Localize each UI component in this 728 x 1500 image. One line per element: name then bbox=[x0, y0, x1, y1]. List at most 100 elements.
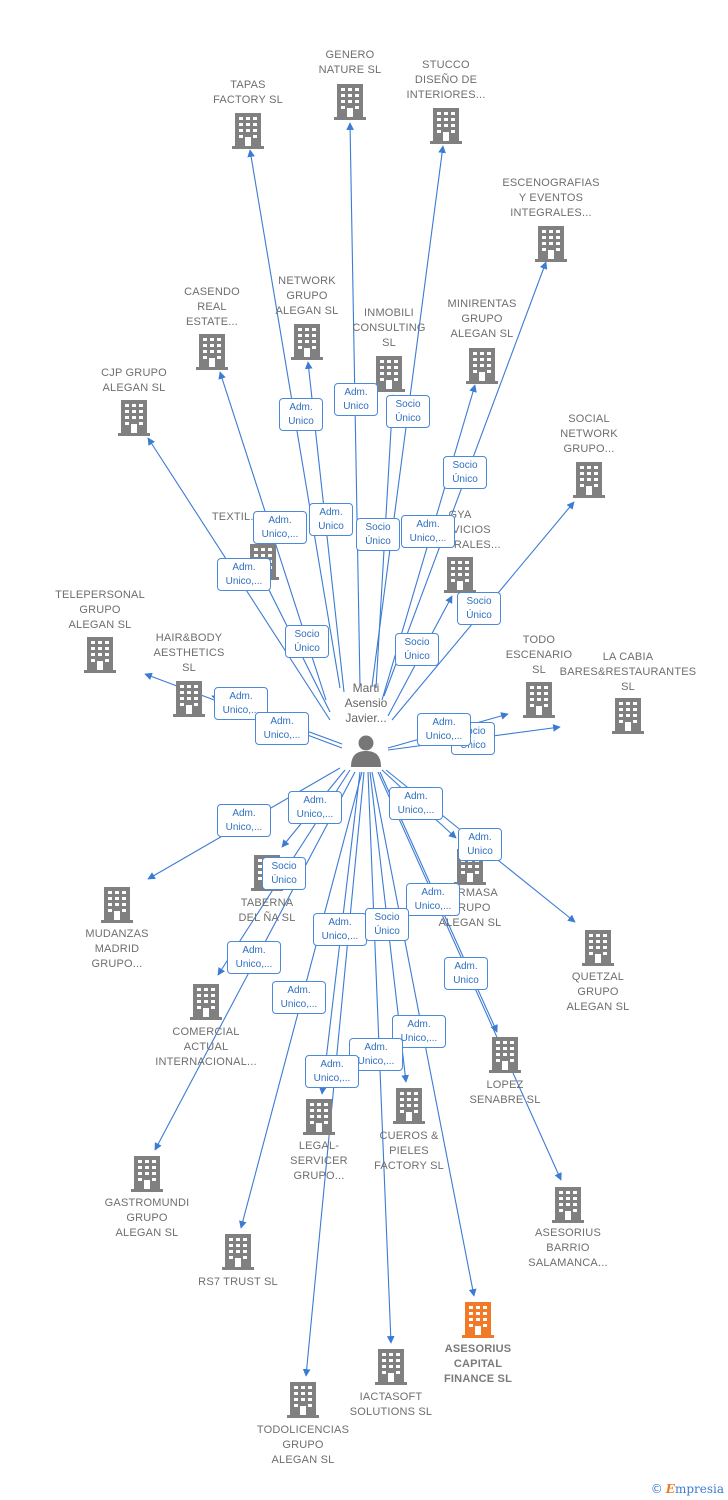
company-node-telepersonal[interactable]: TELEPERSONAL GRUPO ALEGAN SL bbox=[55, 588, 145, 633]
building-icon[interactable] bbox=[393, 1088, 425, 1124]
building-icon[interactable] bbox=[573, 462, 605, 498]
relation-badge[interactable]: Adm. Unico,... bbox=[217, 804, 271, 837]
company-node-social[interactable]: SOCIAL NETWORK GRUPO... bbox=[560, 412, 618, 457]
relation-badge[interactable]: Adm. Unico,... bbox=[313, 913, 367, 946]
company-name[interactable]: ASESORIUS BARRIO SALAMANCA... bbox=[528, 1227, 608, 1269]
relation-badge[interactable]: Adm. Unico bbox=[309, 503, 353, 536]
company-node-textil[interactable]: TEXTIL... bbox=[212, 510, 260, 525]
relation-badge[interactable]: Adm. Unico bbox=[444, 957, 488, 990]
company-name[interactable]: STUCCO DISEÑO DE INTERIORES... bbox=[406, 59, 486, 101]
company-node-lacabia[interactable]: LA CABIA BARES&RESTAURANTES SL bbox=[560, 650, 697, 695]
building-icon[interactable] bbox=[462, 1302, 494, 1338]
company-node-comercial[interactable]: COMERCIAL ACTUAL INTERNACIONAL... bbox=[155, 1025, 257, 1070]
company-name[interactable]: LEGAL- SERVICER GRUPO... bbox=[290, 1140, 348, 1182]
relation-badge[interactable]: Adm. Unico,... bbox=[227, 941, 281, 974]
company-node-minirentas[interactable]: MINIRENTAS GRUPO ALEGAN SL bbox=[447, 297, 516, 342]
company-node-cueros[interactable]: CUEROS & PIELES FACTORY SL bbox=[374, 1129, 444, 1174]
company-name[interactable]: LOPEZ SENABRE SL bbox=[469, 1079, 541, 1106]
company-name[interactable]: CJP GRUPO ALEGAN SL bbox=[101, 367, 167, 394]
company-name[interactable]: SOCIAL NETWORK GRUPO... bbox=[560, 413, 618, 455]
company-name[interactable]: INMOBILI CONSULTING SL bbox=[352, 307, 426, 349]
building-icon[interactable] bbox=[84, 637, 116, 673]
company-node-quetzal[interactable]: QUETZAL GRUPO ALEGAN SL bbox=[567, 970, 630, 1015]
relation-badge[interactable]: Adm. Unico,... bbox=[288, 791, 342, 824]
company-name[interactable]: MINIRENTAS GRUPO ALEGAN SL bbox=[447, 298, 517, 340]
building-icon[interactable] bbox=[173, 681, 205, 717]
building-icon[interactable] bbox=[196, 334, 228, 370]
company-node-casendo[interactable]: CASENDO REAL ESTATE... bbox=[184, 285, 240, 330]
relation-badge[interactable]: Socio Único bbox=[365, 908, 409, 941]
relation-badge[interactable]: Adm. Unico,... bbox=[401, 515, 455, 548]
building-icon[interactable] bbox=[303, 1099, 335, 1135]
building-icon[interactable] bbox=[375, 1349, 407, 1385]
center-person-label[interactable]: Marti Asensio Javier... bbox=[344, 681, 388, 725]
company-node-cjp[interactable]: CJP GRUPO ALEGAN SL bbox=[101, 366, 167, 396]
building-icon[interactable] bbox=[466, 348, 498, 384]
company-name[interactable]: ESCENOGRAFIAS Y EVENTOS INTEGRALES... bbox=[502, 177, 600, 219]
company-node-asesorius_barrio[interactable]: ASESORIUS BARRIO SALAMANCA... bbox=[528, 1226, 607, 1271]
company-node-gastromundi[interactable]: GASTROMUNDI GRUPO ALEGAN SL bbox=[105, 1196, 190, 1241]
building-icon[interactable] bbox=[232, 113, 264, 149]
building-icon[interactable] bbox=[523, 682, 555, 718]
building-icon[interactable] bbox=[535, 226, 567, 262]
company-node-network[interactable]: NETWORK GRUPO ALEGAN SL bbox=[276, 274, 339, 319]
company-name[interactable]: RS7 TRUST SL bbox=[198, 1276, 278, 1288]
company-name[interactable]: HAIR&BODY AESTHETICS SL bbox=[153, 632, 225, 674]
relation-badge[interactable]: Socio Único bbox=[395, 633, 439, 666]
company-node-todoescenario[interactable]: TODO ESCENARIO SL bbox=[506, 633, 573, 678]
building-icon[interactable] bbox=[582, 930, 614, 966]
building-icon[interactable] bbox=[430, 108, 462, 144]
company-node-legal[interactable]: LEGAL- SERVICER GRUPO... bbox=[290, 1139, 348, 1184]
company-name[interactable]: TELEPERSONAL GRUPO ALEGAN SL bbox=[55, 589, 145, 631]
relation-badge[interactable]: Adm. Unico,... bbox=[389, 787, 443, 820]
company-node-rs7[interactable]: RS7 TRUST SL bbox=[198, 1275, 278, 1290]
company-name[interactable]: GASTROMUNDI GRUPO ALEGAN SL bbox=[104, 1197, 190, 1239]
relation-badge[interactable]: Socio Único bbox=[285, 625, 329, 658]
company-node-genero[interactable]: GENERO NATURE SL bbox=[319, 48, 382, 78]
relation-badge[interactable]: Adm. Unico,... bbox=[253, 511, 307, 544]
company-node-tapas[interactable]: TAPAS FACTORY SL bbox=[213, 78, 283, 108]
company-node-asesorius_capital[interactable]: ASESORIUS CAPITAL FINANCE SL bbox=[444, 1342, 512, 1387]
building-icon[interactable] bbox=[118, 400, 150, 436]
company-name[interactable]: CUEROS & PIELES FACTORY SL bbox=[374, 1130, 444, 1172]
building-icon[interactable] bbox=[131, 1156, 163, 1192]
company-node-lopez[interactable]: LOPEZ SENABRE SL bbox=[469, 1078, 540, 1108]
relation-badge[interactable]: Socio Único bbox=[386, 395, 430, 428]
company-name[interactable]: ASESORIUS CAPITAL FINANCE SL bbox=[444, 1343, 512, 1385]
relation-badge[interactable]: Adm. Unico,... bbox=[217, 558, 271, 591]
building-icon[interactable] bbox=[222, 1234, 254, 1270]
building-icon[interactable] bbox=[190, 984, 222, 1020]
company-name[interactable]: TABERNA DEL ÑA SL bbox=[238, 897, 296, 924]
company-name[interactable]: IACTASOFT SOLUTIONS SL bbox=[349, 1391, 433, 1418]
building-icon[interactable] bbox=[334, 84, 366, 120]
company-name[interactable]: COMERCIAL ACTUAL INTERNACIONAL... bbox=[155, 1026, 257, 1068]
company-name[interactable]: NETWORK GRUPO ALEGAN SL bbox=[275, 275, 339, 317]
company-name[interactable]: LA CABIA BARES&RESTAURANTES SL bbox=[559, 651, 697, 693]
company-name[interactable]: QUETZAL GRUPO ALEGAN SL bbox=[566, 971, 630, 1013]
relation-badge[interactable]: Socio Único bbox=[443, 456, 487, 489]
building-icon[interactable] bbox=[444, 557, 476, 593]
building-icon[interactable] bbox=[489, 1037, 521, 1073]
company-name[interactable]: TODO ESCENARIO SL bbox=[505, 634, 573, 676]
company-name[interactable]: TEXTIL... bbox=[211, 511, 261, 523]
relation-badge[interactable]: Adm. Unico bbox=[458, 828, 502, 861]
company-node-taberna[interactable]: TABERNA DEL ÑA SL bbox=[238, 896, 295, 926]
company-name[interactable]: TODOLICENCIAS GRUPO ALEGAN SL bbox=[256, 1424, 350, 1466]
relation-badge[interactable]: Adm. Unico,... bbox=[272, 981, 326, 1014]
company-node-inmobili[interactable]: INMOBILI CONSULTING SL bbox=[352, 306, 425, 351]
relation-badge[interactable]: Socio Único bbox=[457, 592, 501, 625]
person-icon[interactable] bbox=[349, 733, 383, 767]
company-node-iactasoft[interactable]: IACTASOFT SOLUTIONS SL bbox=[350, 1390, 432, 1420]
relation-badge[interactable]: Adm. Unico,... bbox=[305, 1055, 359, 1088]
building-icon[interactable] bbox=[612, 698, 644, 734]
company-name[interactable]: TAPAS FACTORY SL bbox=[213, 79, 283, 106]
company-node-stucco[interactable]: STUCCO DISEÑO DE INTERIORES... bbox=[407, 58, 486, 103]
relation-badge[interactable]: Adm. Unico,... bbox=[406, 883, 460, 916]
company-node-todolicencias[interactable]: TODOLICENCIAS GRUPO ALEGAN SL bbox=[257, 1423, 349, 1468]
relation-badge[interactable]: Adm. Unico,... bbox=[417, 713, 471, 746]
company-node-escenografias[interactable]: ESCENOGRAFIAS Y EVENTOS INTEGRALES... bbox=[502, 176, 599, 221]
company-node-mudanzas[interactable]: MUDANZAS MADRID GRUPO... bbox=[85, 927, 148, 972]
building-icon[interactable] bbox=[287, 1382, 319, 1418]
building-icon[interactable] bbox=[291, 324, 323, 360]
brand-footer[interactable]: ©Empresia bbox=[651, 1482, 724, 1496]
